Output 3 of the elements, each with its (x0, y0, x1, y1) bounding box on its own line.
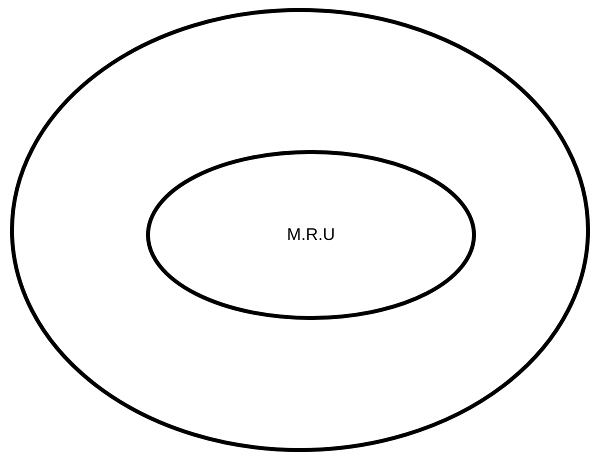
inner-ellipse (146, 150, 476, 320)
node-label: M.R.U (286, 225, 336, 245)
outer-ellipse (10, 8, 590, 452)
